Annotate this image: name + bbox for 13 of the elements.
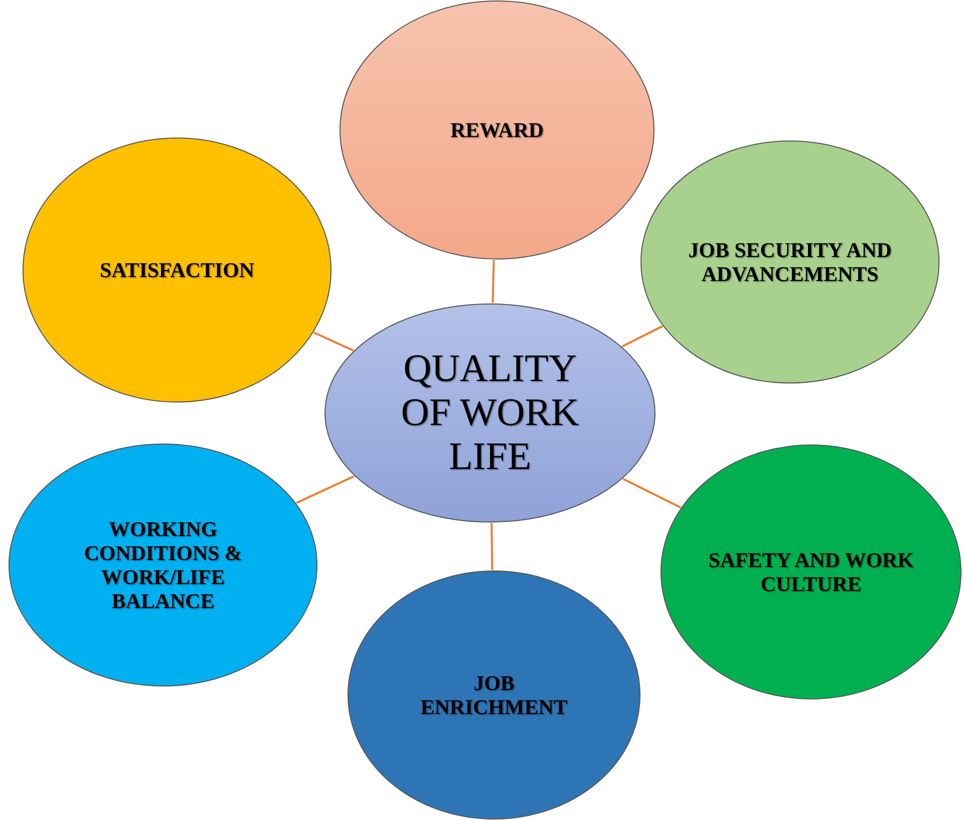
connector-line	[492, 260, 495, 304]
topic-label: SAFETY AND WORK CULTURE	[707, 548, 915, 596]
connector-line	[313, 332, 354, 352]
connector-line	[296, 475, 355, 504]
topic-label: JOB SECURITY AND ADVANCEMENTS	[687, 238, 893, 286]
topic-label: SATISFACTION	[98, 258, 256, 282]
topic-label: REWARD	[449, 118, 545, 142]
topic-label: WORKING CONDITIONS & WORK/LIFE BALANCE	[82, 517, 244, 613]
connector-line	[622, 325, 663, 348]
connector-line	[490, 522, 494, 570]
connector-line	[622, 478, 682, 508]
central-topic-label: QUALITY OF WORK LIFE	[400, 347, 580, 479]
topic-label: JOB ENRICHMENT	[419, 671, 568, 719]
